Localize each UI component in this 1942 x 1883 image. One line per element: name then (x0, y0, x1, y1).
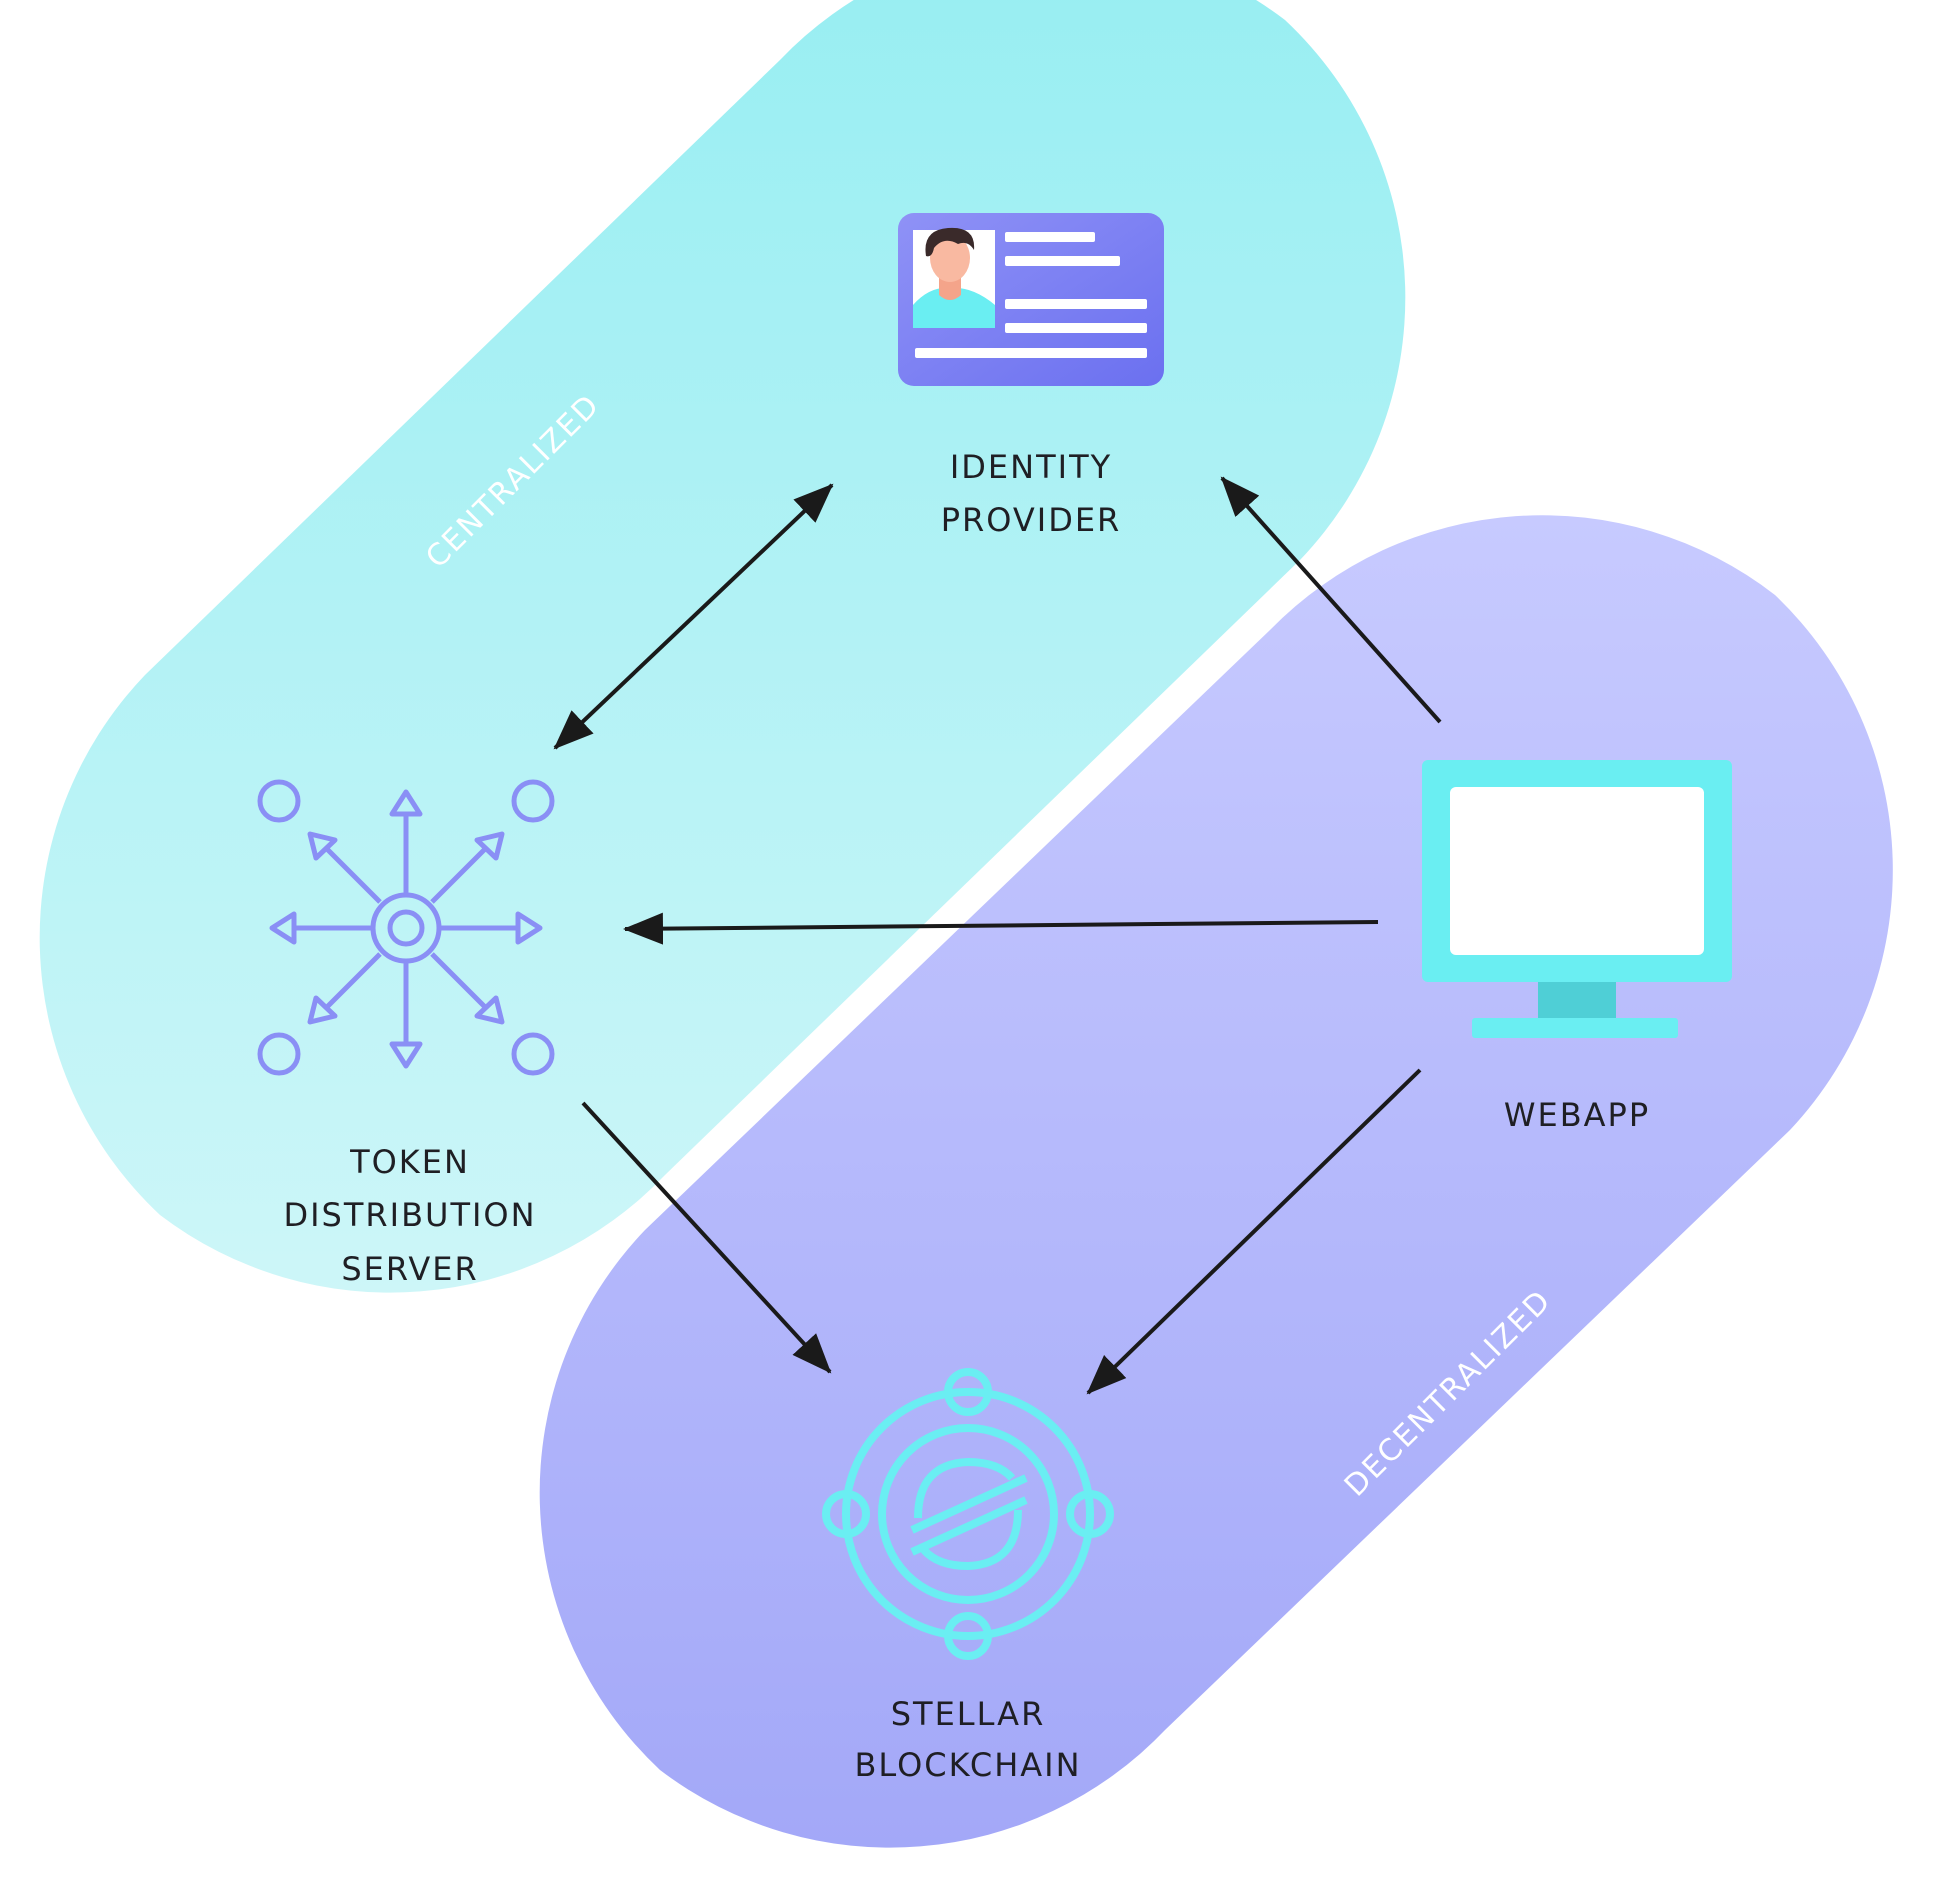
arrow-webapp-identity (1220, 476, 1442, 724)
stellar-logo-icon (822, 1368, 1114, 1660)
identity-provider-label-line1: IDENTITY (950, 448, 1112, 486)
stellar-label-line1: STELLAR (891, 1695, 1046, 1733)
arrow-webapp-stellar (1086, 1068, 1422, 1395)
distribution-hub-icon (257, 779, 555, 1076)
token-server-label-line1: TOKEN (349, 1143, 470, 1181)
arrow-webapp-token (623, 912, 1379, 945)
token-server-label-line2: DISTRIBUTION (283, 1196, 536, 1234)
webapp-label: WEBAPP (1504, 1096, 1650, 1134)
arrow-token-stellar (581, 1101, 832, 1374)
id-card-icon (898, 213, 1164, 386)
connections (553, 476, 1442, 1395)
token-server-label-line3: SERVER (341, 1250, 478, 1288)
stellar-label-line2: BLOCKCHAIN (854, 1746, 1081, 1784)
identity-provider-label-line2: PROVIDER (941, 501, 1122, 539)
arrow-token-identity (553, 483, 834, 750)
monitor-icon (1422, 760, 1732, 1038)
